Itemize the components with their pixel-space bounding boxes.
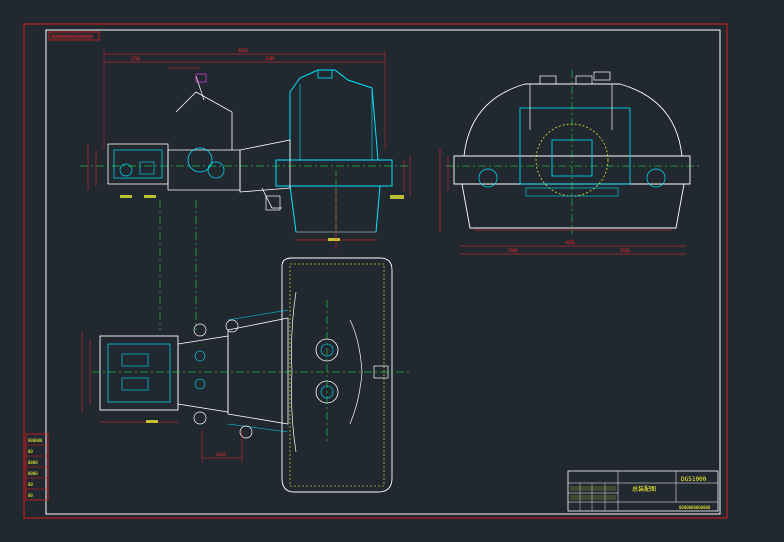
drawing-number: DG51000 (681, 476, 707, 483)
drawing-name: 总装配图 (632, 485, 656, 493)
strip-cell-2: 00 (28, 449, 33, 454)
dim-top-overall: 4630 (238, 48, 248, 53)
title-footer: 0000000000000 (679, 505, 711, 510)
header-stamp: 00000000000000 (48, 31, 100, 41)
dim-side-overall: 4030 (565, 240, 575, 245)
dim-side-right: 1630 (620, 248, 630, 253)
left-info-strip: 000000 00 0000 0000 00 00 (25, 433, 49, 501)
dim-side-left: 2400 (508, 248, 518, 253)
strip-cell-3: 0000 (28, 460, 38, 465)
title-block: 总装配图 DG51000 0000000000000 (567, 470, 719, 512)
strip-cell-5: 00 (28, 482, 33, 487)
end-view: 4030 2400 1630 (439, 70, 700, 255)
strip-cell-4: 0000 (28, 471, 38, 476)
sheet-outer-border (23, 23, 728, 519)
header-stamp-text: 00000000000000 (51, 35, 93, 41)
dim-top-left-a: 1250 (130, 56, 140, 61)
side-elevation-view: 4630 1250 3380 (80, 48, 411, 330)
plan-view: 1630 (81, 257, 410, 493)
dim-bottom-left: 1630 (216, 452, 226, 457)
sheet-inner-border (45, 29, 721, 515)
dim-top-left-b: 3380 (265, 56, 275, 61)
strip-cell-6: 00 (28, 493, 33, 498)
strip-cell-1: 000000 (28, 438, 43, 443)
